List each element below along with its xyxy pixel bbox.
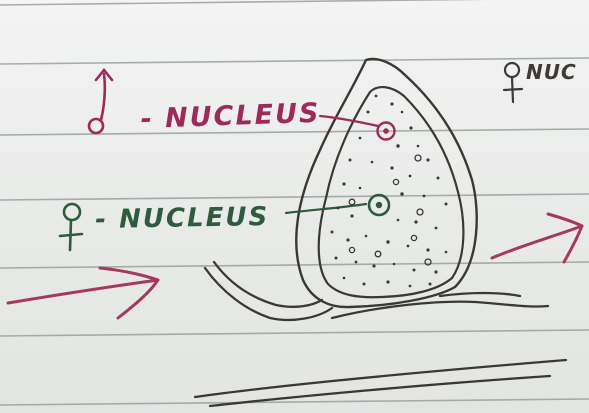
male-pointer-line: [320, 116, 378, 126]
outer-integument: [296, 59, 476, 307]
male-symbol-icon: [89, 70, 112, 133]
female-nucleus: [369, 195, 389, 215]
funicle-right-outer: [332, 302, 548, 318]
rule-line: [0, 129, 589, 135]
funicle-right-inner: [440, 293, 520, 296]
rule-line: [0, 194, 589, 200]
female-nucleus-label: - NUCLEUS: [95, 202, 269, 235]
female-symbol-icon: [60, 204, 82, 250]
rule-line: [0, 262, 589, 268]
rule-line: [0, 58, 589, 64]
corner-female-symbol-icon: [504, 63, 522, 102]
female-pointer-line: [286, 204, 366, 213]
rule-line: [0, 0, 589, 5]
left-arrow-icon: [8, 268, 158, 318]
cytoplasm-small-rings: [349, 155, 431, 265]
rule-line: [0, 399, 589, 405]
rule-line: [0, 330, 589, 336]
male-nucleus-label: - NUCLEUS: [140, 98, 321, 135]
corner-label: NUC: [526, 60, 577, 84]
right-arrow-icon: [492, 214, 582, 262]
